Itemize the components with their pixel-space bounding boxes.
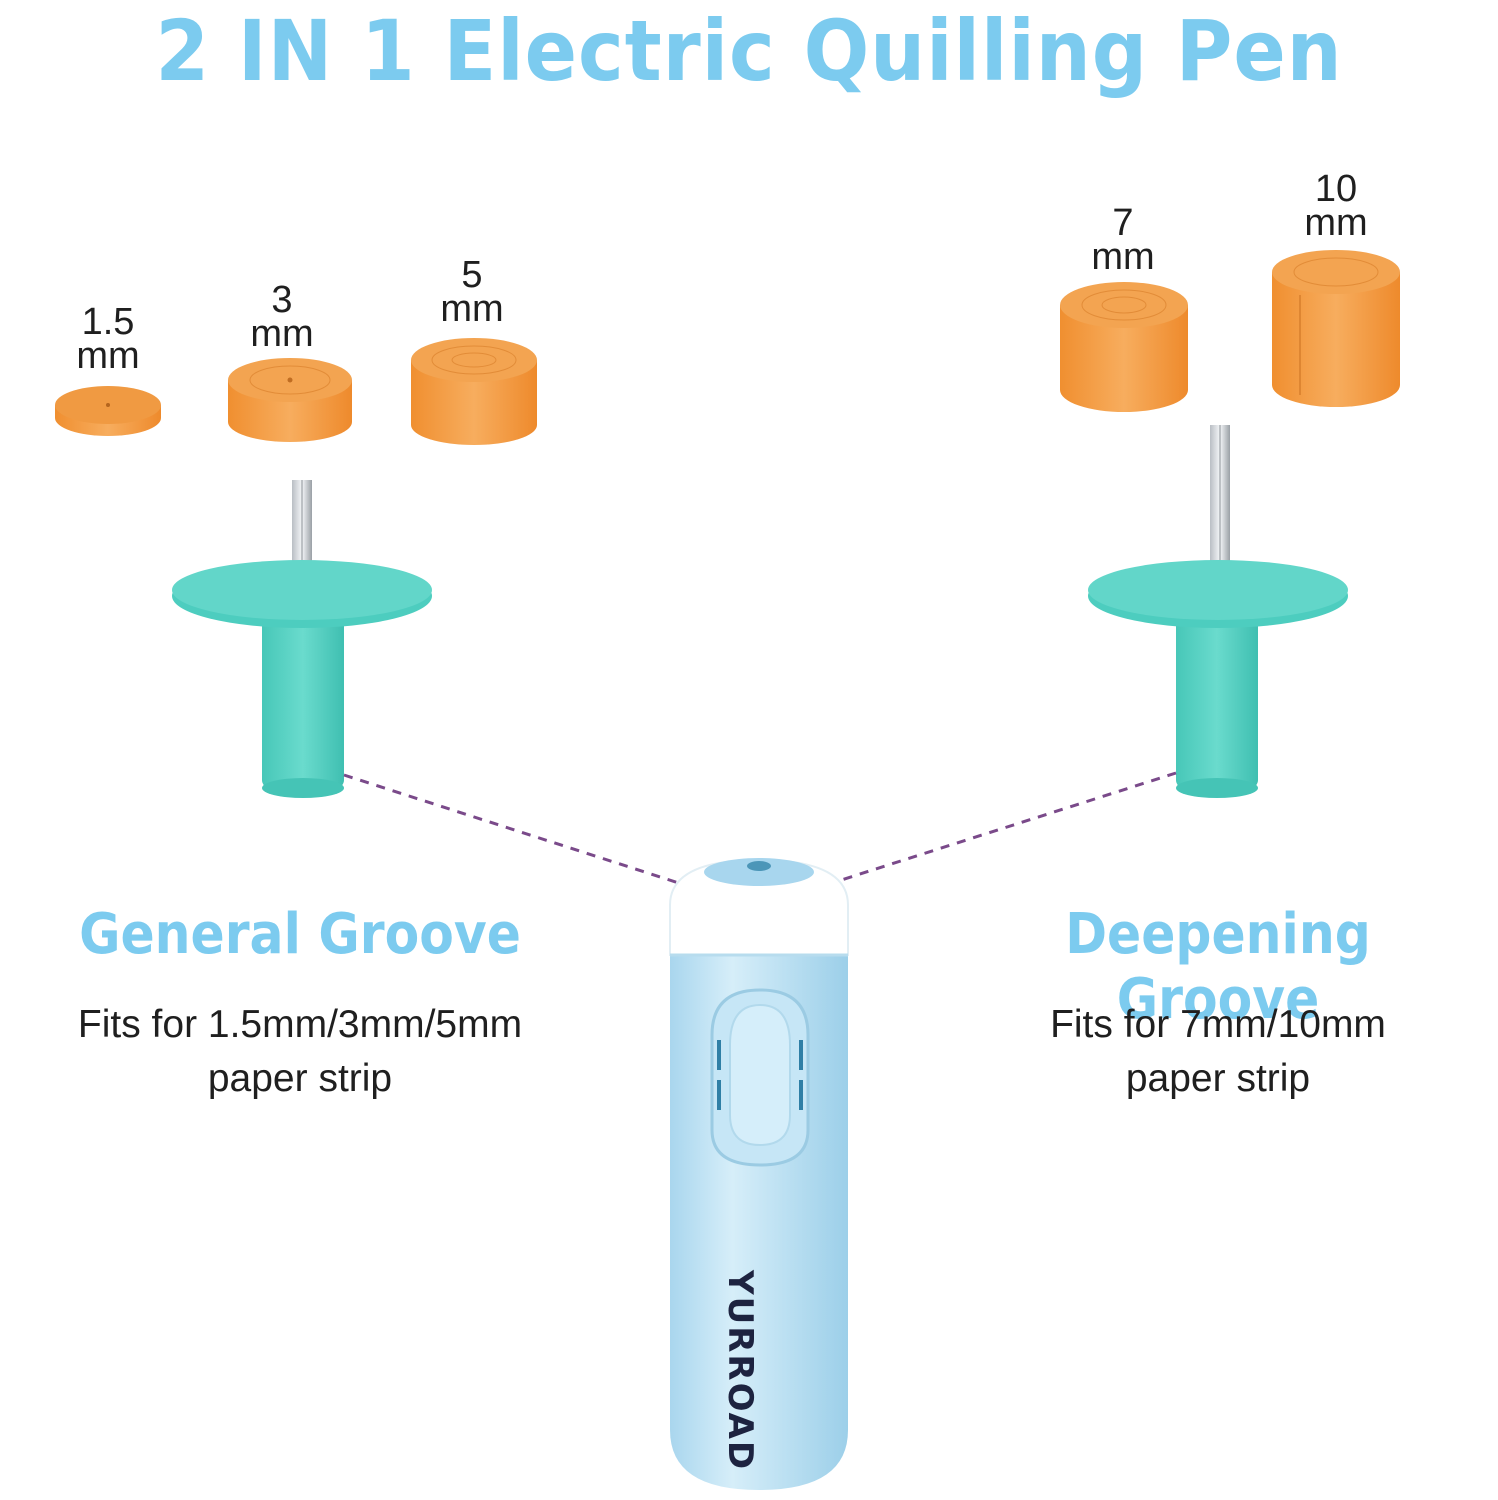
paper-roll-3mm (228, 358, 352, 442)
roll-label-value: 1.5 (81, 301, 135, 343)
paper-roll-10mm (1272, 250, 1400, 407)
roll-label-unit: mm (1091, 236, 1155, 278)
roll-label-7mm: 7 mm (1063, 202, 1183, 278)
page-title: 2 IN 1 Electric Quilling Pen (155, 2, 1343, 100)
roll-label-value: 3 (271, 279, 293, 321)
roll-label-5mm: 5 mm (412, 254, 532, 330)
paper-roll-5mm (411, 338, 537, 445)
roll-label-unit: mm (250, 313, 314, 355)
roll-label-value: 5 (461, 254, 483, 296)
roll-label-unit: mm (440, 288, 504, 330)
quilling-pen (669, 858, 849, 1490)
roll-label-1-5mm: 1.5 mm (48, 301, 168, 377)
roll-label-value: 10 (1314, 168, 1358, 210)
general-groove-desc: Fits for 1.5mm/3mm/5mm paper strip (10, 998, 590, 1106)
deepening-groove-title: Deepening Groove (1065, 902, 1371, 1032)
connector-line-left (343, 773, 686, 887)
deepening-groove-desc: Fits for 7mm/10mm paper strip (948, 998, 1488, 1106)
connector-line-right (834, 771, 1177, 884)
deepening-groove-desc-line1: Fits for 7mm/10mm (1050, 1003, 1386, 1046)
general-groove-desc-line1: Fits for 1.5mm/3mm/5mm (77, 1003, 523, 1046)
deepening-groove-desc-line2: paper strip (1125, 1057, 1311, 1100)
brand-logo: YURROAD (720, 1270, 760, 1472)
roll-label-3mm: 3 mm (222, 279, 342, 355)
paper-roll-1-5mm (55, 386, 161, 436)
roll-label-unit: mm (1304, 202, 1368, 244)
general-groove-head (172, 480, 432, 798)
general-groove-desc-line2: paper strip (207, 1057, 393, 1100)
paper-roll-7mm (1060, 282, 1188, 412)
general-groove-title: General Groove (79, 902, 521, 967)
roll-label-value: 7 (1112, 202, 1134, 244)
roll-label-unit: mm (76, 335, 140, 377)
roll-label-10mm: 10 mm (1276, 168, 1396, 244)
deepening-groove-head (1088, 425, 1348, 798)
